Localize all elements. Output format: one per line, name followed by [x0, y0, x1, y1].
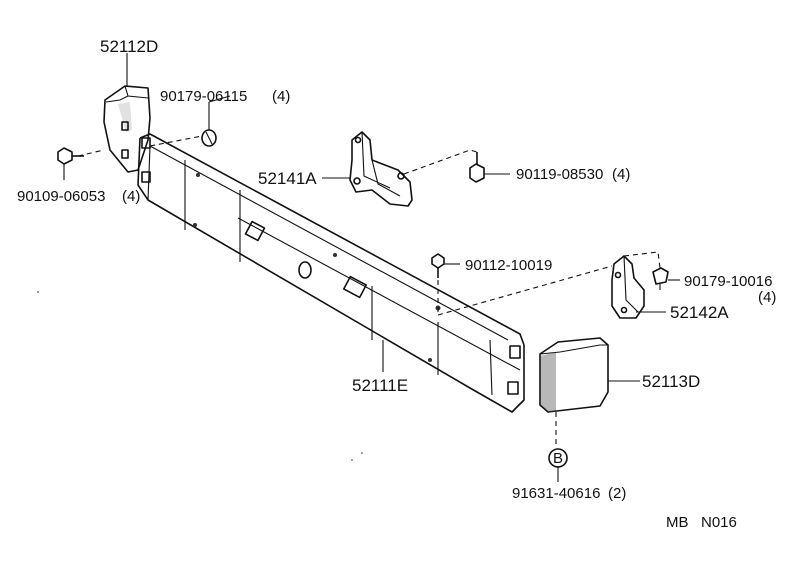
bolt-bracket	[469, 152, 485, 183]
label-52141A: 52141A	[258, 169, 317, 188]
label-90112-10019: 90112-10019	[465, 257, 552, 274]
bumper-end-right	[539, 337, 609, 413]
diagram-code: MB N016	[666, 514, 737, 531]
bracket-right	[611, 255, 645, 319]
bumper-reinforcement	[137, 133, 525, 413]
label-90119-08530: 90119-08530	[516, 166, 603, 183]
retainer-clip-top	[201, 129, 217, 147]
label-90109-06053: 90109-06053	[17, 188, 105, 205]
retainer-clip-right	[652, 267, 669, 290]
bumper-end-left	[103, 85, 151, 173]
label-91631-40616-qty: (2)	[608, 485, 626, 502]
label-90109-06053-qty: (4)	[122, 188, 140, 205]
label-52113D: 52113D	[642, 372, 700, 391]
label-90179-10016: 90179-10016	[684, 273, 772, 290]
label-90179-06115-qty: (4)	[272, 88, 290, 105]
bracket-left	[349, 131, 413, 207]
label-91631-40616: 91631-40616	[512, 485, 600, 502]
label-52111E: 52111E	[352, 376, 408, 395]
circle-b-text: B	[553, 450, 563, 467]
label-52142A: 52142A	[670, 303, 729, 322]
label-52112D: 52112D	[100, 37, 158, 56]
bolt-center	[431, 253, 445, 278]
label-90119-08530-qty: (4)	[612, 166, 630, 183]
label-90179-10016-qty: (4)	[758, 289, 776, 306]
circle-b-marker: B	[548, 448, 568, 468]
label-90179-06115: 90179-06115	[160, 88, 247, 105]
